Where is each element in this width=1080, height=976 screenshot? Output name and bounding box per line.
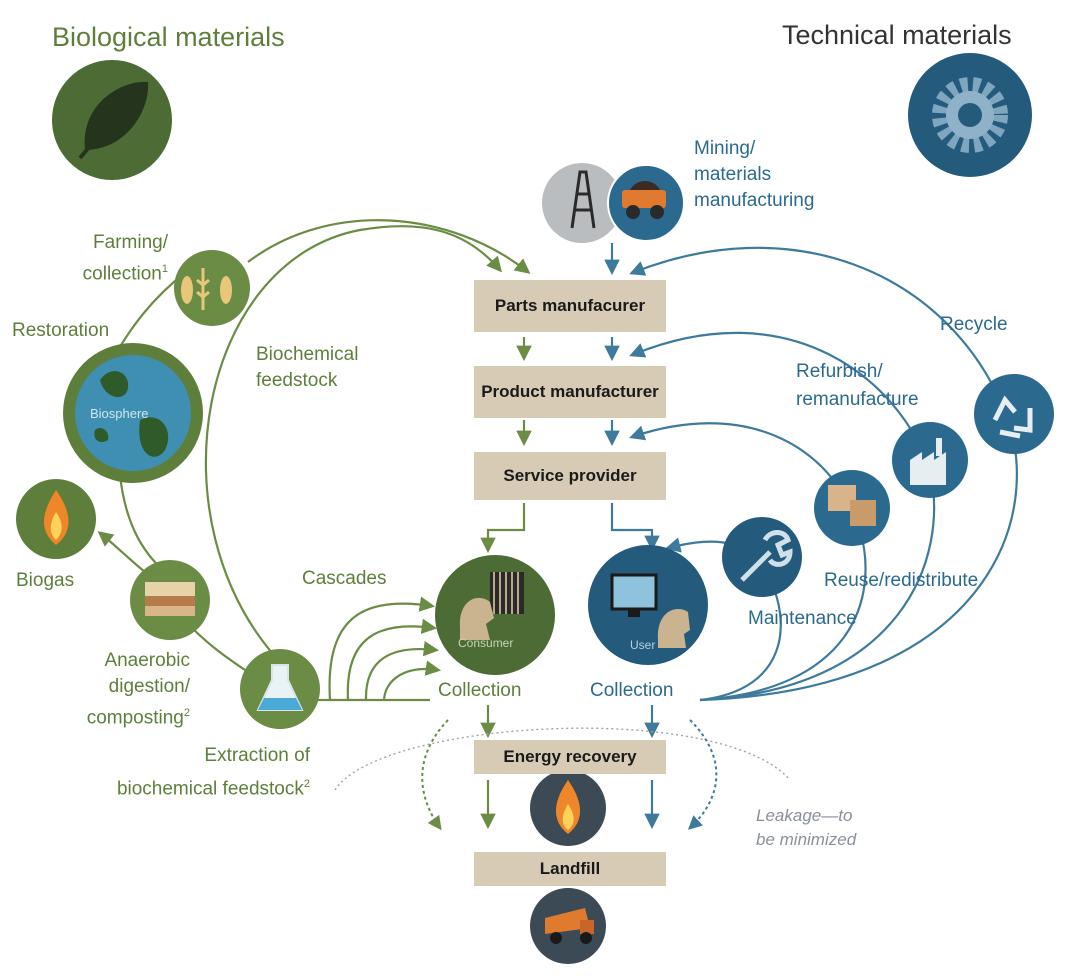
mining-truck-icon — [607, 164, 685, 242]
farming-collection-label: Farming/ collection1 — [82, 232, 168, 285]
leakage-label: Leakage—to be minimized — [756, 806, 857, 849]
flame-icon — [16, 479, 96, 559]
user-label: User — [630, 638, 656, 652]
wheat-fish-icon — [174, 250, 250, 326]
oil-derrick-icon — [542, 163, 622, 243]
biochemical-feedstock-label: Biochemical feedstock — [256, 344, 359, 391]
cascades-label: Cascades — [302, 568, 387, 589]
user-computer-icon — [588, 545, 708, 665]
recycle-icon — [974, 374, 1054, 454]
landfill-box: Landfill — [474, 852, 666, 886]
tech-collection-label: Collection — [590, 680, 674, 701]
biological-flow-lines — [97, 219, 532, 830]
technical-materials-title: Technical materials — [782, 20, 1012, 50]
gear-icon — [908, 53, 1032, 177]
wrench-icon — [722, 517, 802, 597]
anaerobic-digestion-label: Anaerobic digestion/ composting2 — [86, 650, 190, 729]
flask-icon — [240, 649, 320, 729]
dump-truck-icon — [530, 888, 606, 964]
consumer-label: Consumer — [458, 636, 514, 650]
leakage-arrows — [421, 719, 718, 831]
extraction-label: Extraction of biochemical feedstock2 — [116, 745, 310, 800]
product-manufacturer-box: Product manufacturer — [474, 366, 666, 418]
refurbish-label: Refurbish/ remanufacture — [796, 361, 919, 410]
boxes-icon — [814, 470, 890, 546]
energy-recovery-box: Energy recovery — [474, 740, 666, 774]
leakage-boundary — [334, 727, 791, 791]
recycle-label: Recycle — [940, 314, 1008, 335]
soil-layers-icon — [130, 560, 210, 640]
consumer-icon — [435, 555, 555, 675]
factory-icon — [892, 422, 968, 498]
biogas-label: Biogas — [16, 570, 75, 591]
maintenance-label: Maintenance — [748, 608, 857, 629]
reuse-label: Reuse/redistribute — [824, 570, 979, 591]
service-provider-box: Service provider — [474, 452, 666, 500]
biosphere-label: Biosphere — [90, 406, 149, 421]
mining-label: Mining/ materials manufacturing — [694, 138, 815, 211]
leaf-icon — [52, 60, 172, 180]
bio-collection-label: Collection — [438, 680, 522, 701]
globe-icon — [63, 343, 203, 483]
biological-materials-title: Biological materials — [52, 22, 285, 52]
energy-flame-icon — [530, 770, 606, 846]
parts-manufacturer-box: Parts manufacurer — [474, 280, 666, 332]
restoration-label: Restoration — [12, 320, 110, 341]
